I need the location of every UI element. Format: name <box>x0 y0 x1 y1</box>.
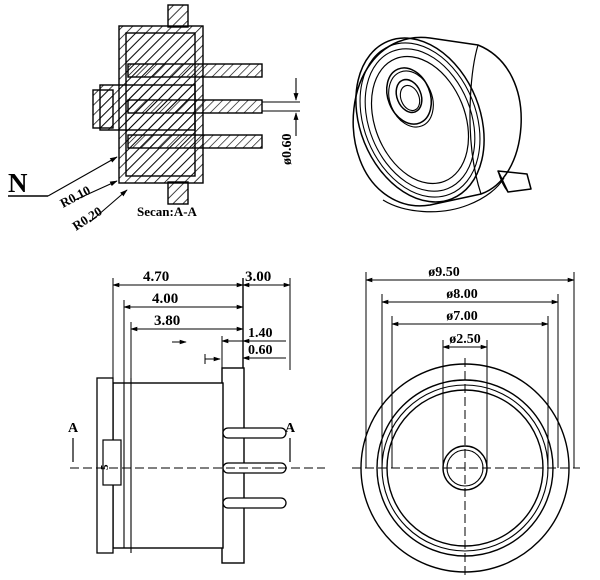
dim-label-400: 4.00 <box>152 291 178 307</box>
side-pin-lower <box>222 497 287 509</box>
iso-boss-hole-inner <box>399 84 421 112</box>
iso-bottom-arc <box>382 177 505 213</box>
section-hub-tip <box>92 89 114 129</box>
side-body-main <box>112 382 224 549</box>
dim-label-dia800: ø8.00 <box>446 287 478 302</box>
iso-side-seam <box>469 44 482 195</box>
section-marker-right-label: A <box>285 421 296 436</box>
dim-label-dia950: ø9.50 <box>428 265 460 280</box>
iso-tab <box>497 170 532 193</box>
section-marker-left-label: A <box>68 421 79 436</box>
iso-front-rim-second <box>359 42 481 198</box>
side-view: 4.70 4.00 3.80 3.00 1.40 0.60 5 <box>68 269 325 564</box>
iso-front-rim-outer <box>355 37 485 203</box>
iso-tab-edge <box>497 170 509 193</box>
section-bottom-boss <box>167 181 189 205</box>
iso-front-face-inner <box>370 55 470 185</box>
section-view: ø0.60 N R0.10 R0.20 Secan:A-A <box>8 4 300 234</box>
pin-diameter-label: ø0.60 <box>280 134 295 166</box>
callout-n-label: N <box>8 168 28 198</box>
dim-label-060: 0.60 <box>248 343 273 358</box>
dim-label-380: 3.80 <box>154 313 180 329</box>
section-caption-label: Secan:A-A <box>137 204 198 219</box>
section-pin-upper <box>127 63 263 78</box>
r020-leader <box>89 189 128 223</box>
section-pin-middle <box>127 99 263 114</box>
dim-label-dia250: ø2.50 <box>449 332 481 347</box>
dim-label-140: 1.40 <box>248 326 273 341</box>
side-small-dim-label: 5 <box>99 464 111 470</box>
isometric-view <box>352 36 532 213</box>
iso-boss-hole-outer <box>395 78 423 114</box>
side-hub-center-boss <box>102 439 122 486</box>
callout-n-leader <box>47 156 118 197</box>
front-view: ø9.50 ø8.00 ø7.00 ø2.50 <box>352 265 580 578</box>
iso-boss-outer <box>385 67 433 125</box>
dim-label-dia700: ø7.00 <box>446 309 478 324</box>
dim-label-470: 4.70 <box>143 269 169 285</box>
dim-label-300: 3.00 <box>245 269 271 285</box>
section-top-boss <box>167 4 189 28</box>
iso-body-outline <box>352 36 522 207</box>
section-pin-lower <box>127 134 263 149</box>
side-pin-upper <box>222 427 287 439</box>
iso-boss-outer-shadow <box>388 70 434 128</box>
r010-leader <box>74 180 118 201</box>
iso-front-rim-third <box>364 48 476 192</box>
